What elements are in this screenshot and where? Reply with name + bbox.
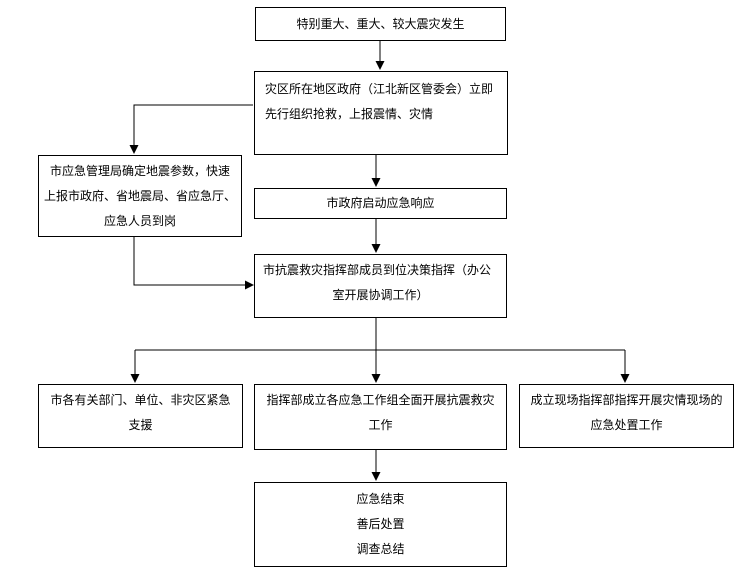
node-support-line-2: 支援 <box>128 418 153 432</box>
node-work-groups-line-1: 指挥部成立各应急工作组全面开展抗震救灾 <box>266 393 495 407</box>
node-trigger: 特别重大、重大、较大震灾发生 <box>255 7 506 41</box>
node-city-gov: 市政府启动应急响应 <box>254 188 507 219</box>
node-trigger-text: 特别重大、重大、较大震灾发生 <box>296 17 465 31</box>
node-work-groups: 指挥部成立各应急工作组全面开展抗震救灾 工作 <box>254 384 507 450</box>
node-support-line-1: 市各有关部门、单位、非灾区紧急 <box>50 393 231 407</box>
node-command-hq: 市抗震救灾指挥部成员到位决策指挥（办公 室开展协调工作） <box>254 254 507 318</box>
node-emergency-bureau-line-3: 应急人员到岗 <box>103 214 176 228</box>
arrow-bureau-to-hq <box>133 237 254 290</box>
node-onsite-command: 成立现场指挥部指挥开展灾情现场的 应急处置工作 <box>519 384 734 448</box>
node-local-gov: 灾区所在地区政府（江北新区管委会）立即 先行组织抢救，上报震情、灾情 <box>254 71 508 155</box>
node-command-hq-line-1: 市抗震救灾指挥部成员到位决策指挥（办公 <box>263 263 492 277</box>
node-command-hq-line-2: 室开展协调工作） <box>332 288 429 302</box>
node-work-groups-line-2: 工作 <box>368 418 393 432</box>
node-local-gov-line-2: 先行组织抢救，上报震情、灾情 <box>265 107 434 121</box>
node-end-line-3: 调查总结 <box>356 542 405 556</box>
node-emergency-bureau-line-1: 市应急管理局确定地震参数，快速 <box>49 164 230 178</box>
node-support: 市各有关部门、单位、非灾区紧急 支援 <box>38 384 243 448</box>
node-onsite-command-line-1: 成立现场指挥部指挥开展灾情现场的 <box>530 393 723 407</box>
node-city-gov-text: 市政府启动应急响应 <box>326 196 435 210</box>
arrow-localgov-to-bureau <box>129 104 253 154</box>
node-end-line-2: 善后处置 <box>356 517 405 531</box>
node-onsite-command-line-2: 应急处置工作 <box>590 418 663 432</box>
node-end-line-1: 应急结束 <box>356 492 405 506</box>
node-emergency-bureau-line-2: 上报市政府、省地震局、省应急厅、 <box>43 189 236 203</box>
node-emergency-bureau: 市应急管理局确定地震参数，快速 上报市政府、省地震局、省应急厅、 应急人员到岗 <box>38 155 242 237</box>
node-local-gov-line-1: 灾区所在地区政府（江北新区管委会）立即 <box>265 82 494 96</box>
node-end: 应急结束 善后处置 调查总结 <box>254 482 507 567</box>
